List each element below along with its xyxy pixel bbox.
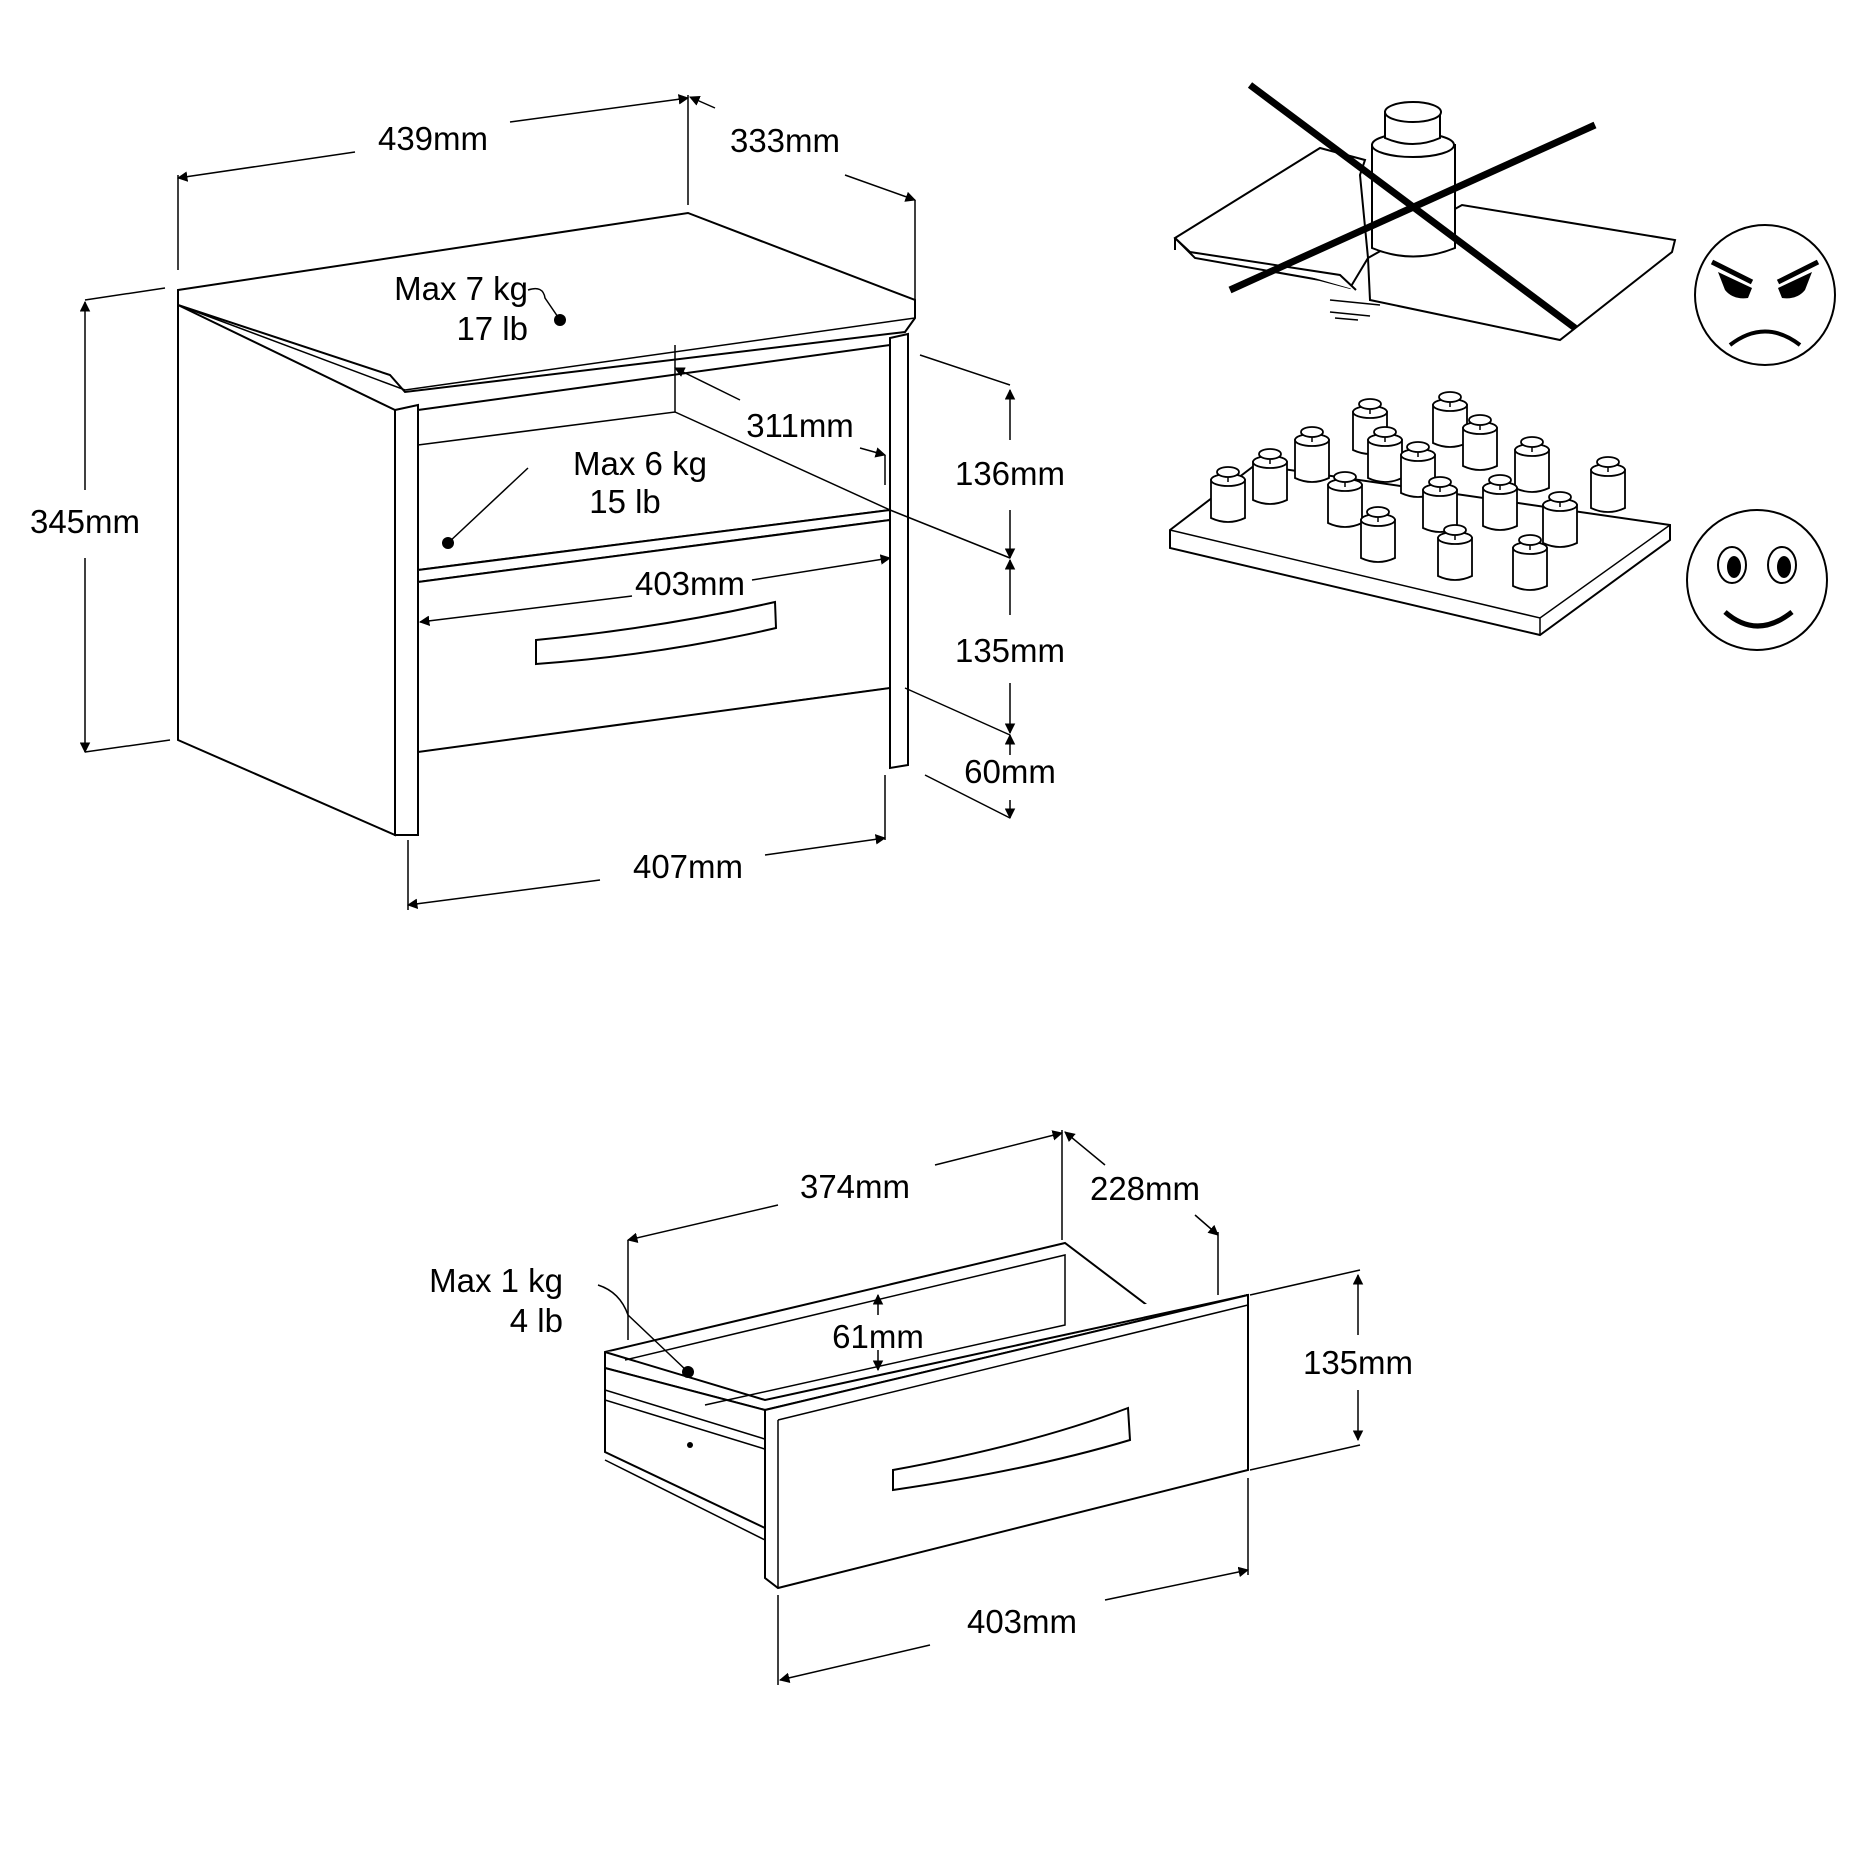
cabinet-drawer-handle xyxy=(535,600,778,666)
small-weight-icon xyxy=(1210,466,1246,523)
drawer-load-kg: Max 1 kg xyxy=(429,1262,563,1299)
cabinet-left-side xyxy=(177,303,396,837)
small-weight-icon xyxy=(1432,391,1468,448)
small-weight-icon xyxy=(1590,456,1626,513)
correct-load-illustration xyxy=(1169,391,1828,651)
dim-height-345: 345mm xyxy=(30,503,140,540)
dim-drawer-135: 135mm xyxy=(955,632,1065,669)
wrong-load-illustration xyxy=(1173,82,1836,366)
small-weight-icon xyxy=(1512,534,1548,591)
cabinet-top xyxy=(177,211,916,394)
drawer-handle xyxy=(892,1406,1132,1492)
dim-drawer-front-width-403: 403mm xyxy=(967,1603,1077,1640)
small-weight-icon xyxy=(1462,414,1498,471)
smiley-face-icon xyxy=(1686,509,1828,651)
bedside-cabinet-drawing: 439mm 333mm 345mm Max 7 kg 17 lb Max 6 k… xyxy=(30,94,1065,910)
dim-base-width-407: 407mm xyxy=(633,848,743,885)
angry-face-icon xyxy=(1694,224,1836,366)
dim-drawer-depth-228: 228mm xyxy=(1090,1170,1200,1207)
small-weight-icon xyxy=(1294,426,1330,483)
shelf-load-kg: Max 6 kg xyxy=(573,445,707,482)
small-weight-icon xyxy=(1367,426,1403,483)
small-weight-icon xyxy=(1422,476,1458,533)
dim-drawer-inner-height-61: 61mm xyxy=(832,1318,924,1355)
small-weight-icon xyxy=(1514,436,1550,493)
dim-inner-width-403: 403mm xyxy=(635,565,745,602)
top-load-kg: Max 7 kg xyxy=(394,270,528,307)
small-weight-icon xyxy=(1252,448,1288,505)
drawer-load-lb: 4 lb xyxy=(510,1302,563,1339)
dim-depth-333: 333mm xyxy=(730,122,840,159)
dim-drawer-width-374: 374mm xyxy=(800,1168,910,1205)
shelf-load-lb: 15 lb xyxy=(589,483,661,520)
drawer-front-panel xyxy=(764,1293,1249,1590)
dim-width-439: 439mm xyxy=(378,120,488,157)
small-weight-icon xyxy=(1360,506,1396,563)
top-load-lb: 17 lb xyxy=(456,310,528,347)
small-weight-icon xyxy=(1327,471,1363,528)
small-weights-group xyxy=(1210,391,1626,591)
drawer-drawing: Max 1 kg 4 lb 374mm 228mm 61mm 135mm 403… xyxy=(429,1130,1413,1685)
dim-plinth-60: 60mm xyxy=(964,753,1056,790)
heavy-weight-icon xyxy=(1371,144,1456,258)
dim-drawer-front-height-135: 135mm xyxy=(1303,1344,1413,1381)
small-weight-icon xyxy=(1437,524,1473,581)
dim-shelf-depth-311: 311mm xyxy=(746,407,854,444)
dim-opening-136: 136mm xyxy=(955,455,1065,492)
small-weight-icon xyxy=(1482,474,1518,531)
small-weight-icon xyxy=(1542,491,1578,548)
